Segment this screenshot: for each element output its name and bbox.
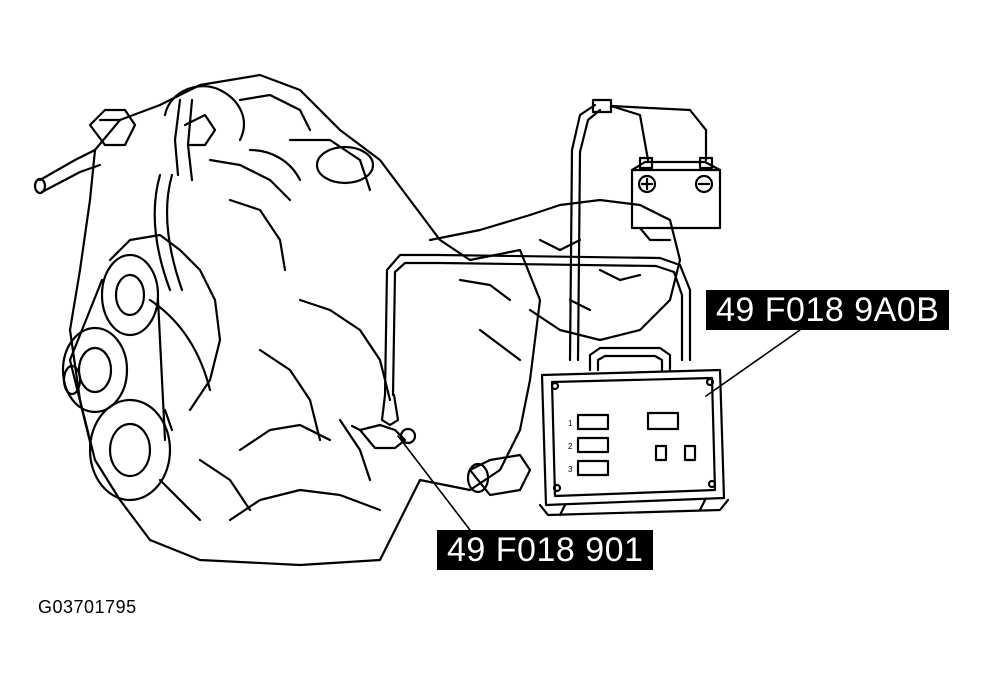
belt-pulleys <box>63 255 172 500</box>
transmission <box>430 200 680 495</box>
figure-id: G03701795 <box>38 597 137 617</box>
callout-adapter-part-number: 49 F018 901 <box>437 530 654 570</box>
battery-negative-symbol: − <box>704 183 705 185</box>
leader-lines <box>398 330 800 530</box>
test-cables <box>382 100 706 425</box>
intake-hoses <box>35 86 373 290</box>
engine-block <box>70 75 540 565</box>
panel-row-number-2: 2 <box>568 442 573 451</box>
tester-unit <box>540 348 728 515</box>
callout-tester-part-number: 49 F018 9A0B <box>706 290 950 330</box>
battery-positive-terminal-icon <box>639 176 655 192</box>
battery-positive-symbol: + <box>647 182 648 185</box>
panel-row-number-3: 3 <box>568 465 573 474</box>
battery-negative-terminal-icon <box>696 176 712 192</box>
panel-row-number-1: 1 <box>568 419 573 428</box>
injector-adapter <box>352 425 415 448</box>
battery <box>632 158 720 240</box>
